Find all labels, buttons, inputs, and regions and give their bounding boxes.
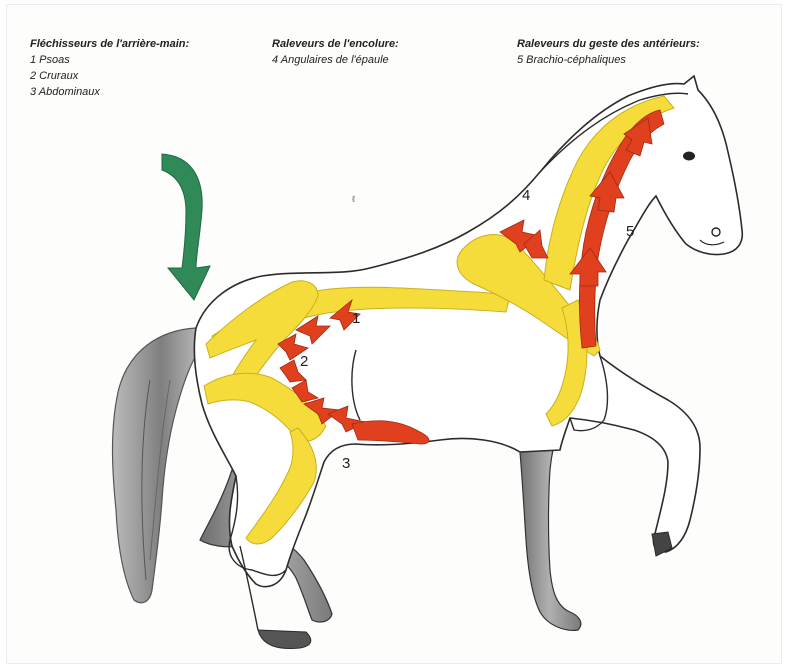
label-5: 5: [626, 223, 634, 240]
fore-hoof: [652, 532, 672, 556]
far-fore-leg: [518, 426, 581, 630]
stray-mark: ℓ: [352, 194, 356, 204]
label-1: 1: [352, 310, 360, 327]
label-4: 4: [522, 187, 530, 204]
near-hind-hoof: [258, 630, 311, 648]
eye: [683, 152, 695, 161]
label-2: 2: [300, 353, 308, 370]
label-3: 3: [342, 455, 350, 472]
flexion-arrow: [162, 154, 210, 300]
